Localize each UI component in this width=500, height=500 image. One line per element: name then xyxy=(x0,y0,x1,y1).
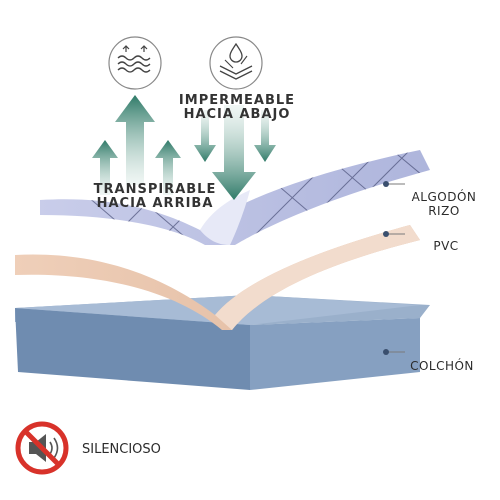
waterproof-label-line1: IMPERMEABLE xyxy=(179,93,295,108)
leader-lines xyxy=(383,181,405,355)
mattress-label: COLCHÓN xyxy=(410,358,474,373)
breathable-label-line2: HACIA ARRIBA xyxy=(97,196,214,211)
cotton-label-line2: RIZO xyxy=(428,204,460,218)
pvc-layer xyxy=(15,225,420,330)
pvc-label: PVC xyxy=(433,239,458,253)
breathable-label-line1: TRANSPIRABLE xyxy=(94,182,217,197)
waterproof-arrows xyxy=(194,105,276,200)
mattress-layer xyxy=(15,295,430,390)
air-waves-up-icon xyxy=(108,36,162,90)
cotton-label-line1: ALGODÓN xyxy=(412,189,477,204)
silent-label: SILENCIOSO xyxy=(82,442,161,457)
breathable-arrows xyxy=(92,95,181,195)
muted-speaker-icon xyxy=(15,421,69,475)
water-drop-layers-icon xyxy=(209,36,263,90)
waterproof-label-line2: HACIA ABAJO xyxy=(184,107,291,122)
